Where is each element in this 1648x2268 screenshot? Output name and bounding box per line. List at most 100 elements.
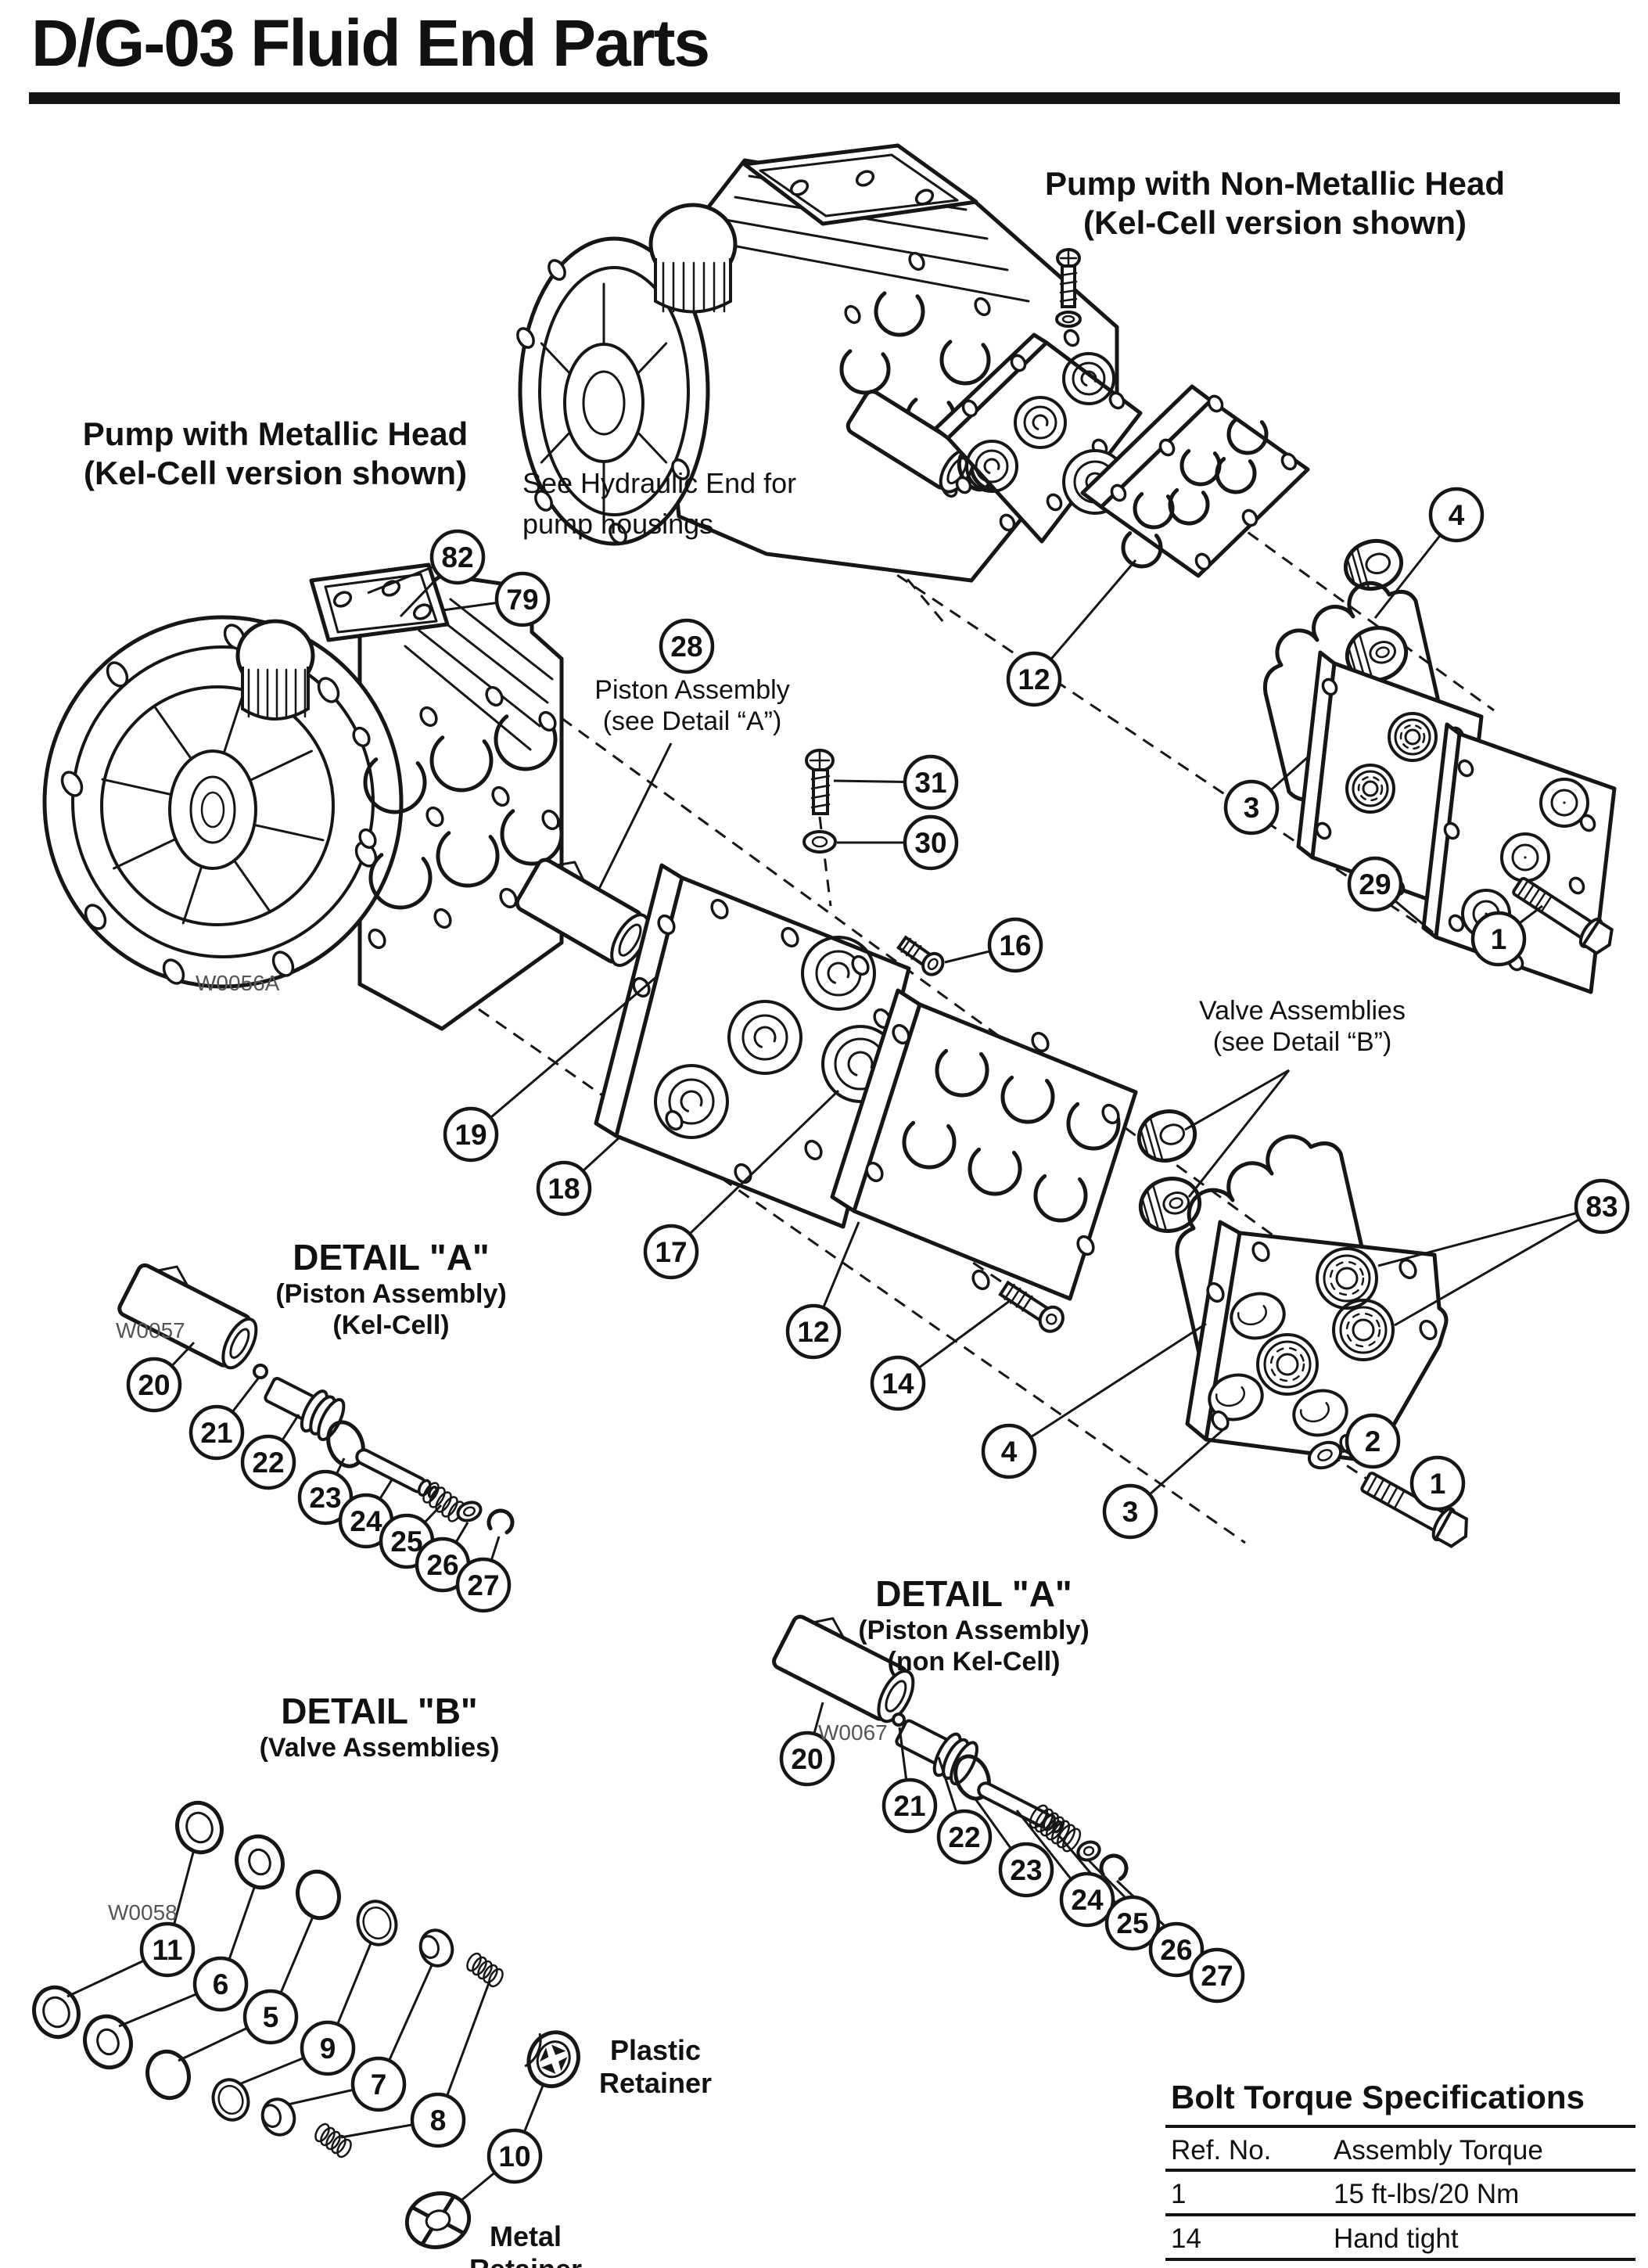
pump-metallic-drawing [42, 563, 564, 1031]
label-line: Retainer [598, 2067, 713, 2100]
callout-17: 17 [643, 1224, 699, 1280]
table-col-torque: Assembly Torque [1334, 2135, 1543, 2166]
callout-22: 22 [240, 1434, 296, 1490]
note-line: (see Detail “B”) [1212, 1027, 1392, 1058]
svg-text:30: 30 [914, 827, 946, 859]
callout-22: 22 [936, 1809, 993, 1865]
svg-text:14: 14 [881, 1368, 914, 1400]
manifold-upper [1080, 384, 1310, 578]
watermark-w0058: W0058 [108, 1900, 178, 1925]
svg-text:25: 25 [390, 1526, 422, 1558]
table-col-ref: Ref. No. [1171, 2135, 1272, 2166]
svg-text:1: 1 [1491, 923, 1507, 955]
table-rule [1165, 2258, 1635, 2261]
callout-8: 8 [410, 2092, 466, 2148]
heading-line: DETAIL "B" [281, 1691, 478, 1731]
heading-detail-a-kelcell: DETAIL "A" (Piston Assembly) (Kel-Cell) [275, 1236, 506, 1341]
heading-line: (Valve Assemblies) [259, 1733, 500, 1763]
callout-27: 27 [1189, 1947, 1245, 2004]
svg-text:18: 18 [548, 1173, 580, 1205]
callout-23: 23 [998, 1842, 1054, 1898]
svg-text:9: 9 [320, 2033, 336, 2065]
callout-24: 24 [338, 1493, 394, 1549]
washer-2 [1307, 1440, 1343, 1470]
callout-5: 5 [242, 1989, 299, 2045]
detail-a-kelcell-parts [117, 1263, 515, 1537]
label-line: Retainer [469, 2253, 582, 2268]
callout-18: 18 [536, 1160, 592, 1217]
heading-line: (Piston Assembly) [275, 1279, 507, 1310]
callout-1: 1 [1470, 911, 1527, 967]
callout-7: 7 [350, 2056, 407, 2112]
callout-11: 11 [139, 1921, 196, 1978]
plastic-retainer-part [524, 2030, 580, 2089]
svg-text:11: 11 [152, 1934, 182, 1966]
piston-housing-lower [515, 857, 650, 967]
callout-21: 21 [881, 1777, 938, 1834]
callout-20: 20 [779, 1731, 835, 1787]
svg-text:16: 16 [999, 929, 1031, 961]
table-cell: 14 [1171, 2223, 1201, 2254]
washer-30 [802, 830, 837, 854]
svg-text:4: 4 [1449, 499, 1465, 531]
svg-text:12: 12 [797, 1316, 829, 1348]
svg-text:4: 4 [1001, 1436, 1018, 1468]
valve-plate-18 [594, 863, 911, 1229]
screw-14 [998, 1280, 1065, 1333]
label-line: Metal [489, 2220, 562, 2252]
table-cell: 15 ft-lbs/20 Nm [1334, 2179, 1520, 2209]
svg-text:22: 22 [948, 1821, 980, 1853]
svg-text:1: 1 [1430, 1468, 1446, 1500]
screw-and-washer-upper [1055, 248, 1082, 328]
callout-4: 4 [1428, 487, 1485, 543]
manifold-12 [830, 988, 1138, 1301]
heading-line: DETAIL "A" [875, 1573, 1072, 1614]
note-line: See Hydraulic End for [522, 467, 797, 499]
table-title: Bolt Torque Specifications [1171, 2079, 1585, 2115]
heading-line: Pump with Metallic Head [82, 415, 469, 452]
callout-4: 4 [981, 1423, 1037, 1479]
note-piston-assembly: Piston Assembly (see Detail “A”) [594, 674, 789, 737]
heading-detail-a-non-kelcell: DETAIL "A" (Piston Assembly) (non Kel-Ce… [858, 1573, 1089, 1677]
callout-19: 19 [443, 1106, 499, 1163]
callout-3: 3 [1223, 779, 1280, 836]
svg-text:5: 5 [263, 2001, 279, 2033]
callout-24: 24 [1059, 1871, 1115, 1928]
svg-text:31: 31 [914, 767, 946, 799]
callout-25: 25 [1104, 1895, 1161, 1951]
heading-pump-metallic: Pump with Metallic Head (Kel-Cell versio… [83, 415, 468, 492]
callout-14: 14 [870, 1355, 926, 1411]
callout-9: 9 [300, 2020, 356, 2076]
callout-83: 83 [1574, 1178, 1630, 1235]
table-rule [1165, 2169, 1635, 2172]
svg-text:83: 83 [1585, 1191, 1617, 1223]
callout-3: 3 [1102, 1483, 1158, 1540]
callout-12: 12 [785, 1303, 842, 1360]
svg-text:29: 29 [1359, 868, 1391, 900]
label-metal-retainer: Metal Retainer [469, 2220, 582, 2268]
valve-plate-upper [933, 329, 1143, 544]
label-line: Plastic [609, 2034, 702, 2066]
screw-31 [805, 749, 835, 815]
table-rule [1165, 2125, 1635, 2128]
callout-1: 1 [1409, 1455, 1466, 1511]
watermark-w0057: W0057 [116, 1318, 185, 1342]
heading-line: (Kel-Cell version shown) [1083, 203, 1467, 241]
svg-text:28: 28 [670, 631, 702, 663]
svg-text:8: 8 [430, 2104, 447, 2137]
callout-82: 82 [429, 529, 486, 585]
callout-21: 21 [188, 1404, 245, 1461]
svg-text:82: 82 [441, 541, 473, 573]
piston-housing-upper [846, 390, 975, 494]
callout-10: 10 [487, 2128, 543, 2184]
svg-text:22: 22 [252, 1447, 284, 1479]
svg-text:27: 27 [1201, 1960, 1233, 1992]
valve-plug-lower-1 [1136, 1109, 1197, 1163]
note-line: Piston Assembly [594, 675, 790, 705]
table-rule [1165, 2213, 1635, 2216]
note-valve-assemblies: Valve Assemblies (see Detail “B”) [1199, 995, 1406, 1058]
label-plastic-retainer: Plastic Retainer [599, 2034, 712, 2101]
callout-23: 23 [297, 1469, 354, 1526]
svg-text:20: 20 [791, 1743, 823, 1775]
